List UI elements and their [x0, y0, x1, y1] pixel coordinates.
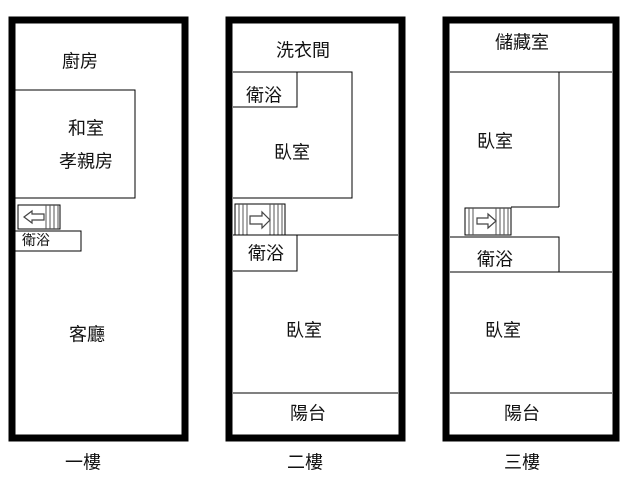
floor-3-bath-mid-label: 衛浴	[477, 250, 513, 271]
floor-3: 儲藏室 臥室 衛浴 臥室 陽台	[442, 16, 620, 442]
floor-3-bedroom-lower-label: 臥室	[485, 321, 521, 342]
floor-2-bedroom-lower-label: 臥室	[286, 321, 322, 342]
floor-1-outer-wall	[8, 16, 189, 442]
floor-1-stair-arrow-icon	[23, 209, 45, 225]
floor-3-caption: 三樓	[504, 453, 540, 474]
floor-3-bedroom-upper-label: 臥室	[477, 132, 513, 153]
floor-2-bath-upper-label: 衛浴	[246, 86, 282, 107]
floor-2-laundry-label: 洗衣間	[276, 41, 330, 62]
floor-1-caption: 一樓	[65, 453, 101, 474]
floor-1-bath-label: 衛浴	[22, 233, 50, 249]
floor-2-bedroom-upper-label: 臥室	[274, 143, 310, 164]
floor-2-outer-wall	[225, 16, 406, 442]
floor-2-bath-mid-label: 衛浴	[248, 244, 284, 265]
floor-3-stair-icon	[464, 207, 512, 236]
floor-2-stair-icon	[234, 203, 286, 236]
floor-2-bath-upper-wall	[233, 72, 298, 108]
floor-1-japanese-room-box	[14, 89, 136, 199]
floor-1-japanese-room-label: 和室	[68, 119, 104, 140]
floor-2: 洗衣間 衛浴 臥室 衛浴 臥室 陽台	[225, 16, 406, 442]
floor-1-kitchen-label: 廚房	[62, 51, 98, 73]
floor-3-stair-arrow-icon	[476, 212, 497, 230]
floor-3-balcony-label: 陽台	[504, 404, 540, 425]
floor-2-bath-mid-wall	[233, 235, 298, 272]
floor-3-storage-label: 儲藏室	[495, 33, 549, 54]
floor-2-bedroom-upper-wall	[233, 71, 353, 199]
floor-1-stair-icon	[17, 204, 61, 230]
floor-1: 廚房 和室 孝親房 衛浴 客廳	[8, 16, 189, 442]
floor-1-living-label: 客廳	[69, 325, 105, 346]
floor-2-caption: 二樓	[287, 453, 323, 474]
floor-3-bath-mid-wall	[450, 236, 560, 272]
floor-2-stair-arrow-icon	[249, 210, 271, 230]
floor-1-filial-room-label: 孝親房	[59, 152, 113, 173]
floor-2-balcony-label: 陽台	[290, 404, 326, 425]
floor-1-bath-box	[14, 230, 82, 252]
floor-3-outer-wall	[442, 16, 620, 442]
